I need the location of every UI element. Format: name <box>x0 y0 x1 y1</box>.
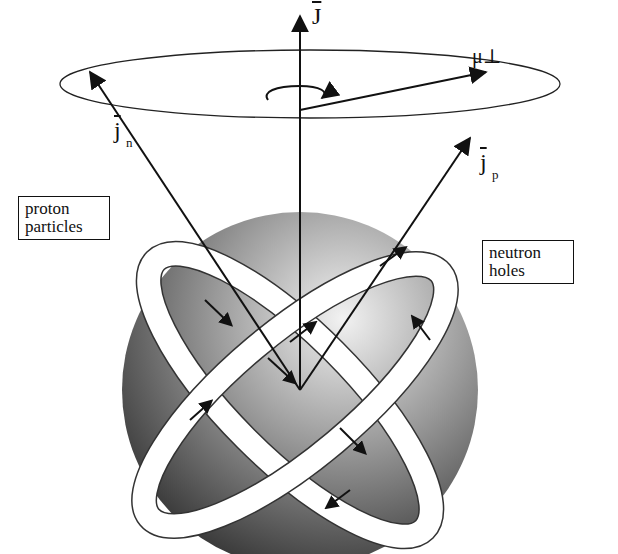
mu-perp-vector <box>300 72 486 110</box>
jp-vector <box>300 138 470 390</box>
region-label-box: proton particles <box>18 196 110 240</box>
box-text: neutron holes <box>489 244 567 280</box>
neutron-band <box>110 225 481 554</box>
jp-subscript: p <box>492 168 499 181</box>
proton-band-front <box>126 275 410 554</box>
rotation-arrow <box>267 86 325 100</box>
jn-label: j <box>114 118 121 142</box>
current-arrows <box>190 250 430 505</box>
jn-subscript: n <box>126 136 133 149</box>
jn-vector <box>90 72 300 390</box>
region-label-box: neutron holes <box>482 240 574 284</box>
angular-momentum-vectors <box>90 16 486 390</box>
total-j-vector <box>299 16 301 390</box>
jp-label: j <box>480 150 487 174</box>
total-angular-momentum-label: J <box>312 4 321 28</box>
magnetic-moment-label: μ⊥ <box>472 46 502 66</box>
box-text: proton particles <box>25 200 103 236</box>
